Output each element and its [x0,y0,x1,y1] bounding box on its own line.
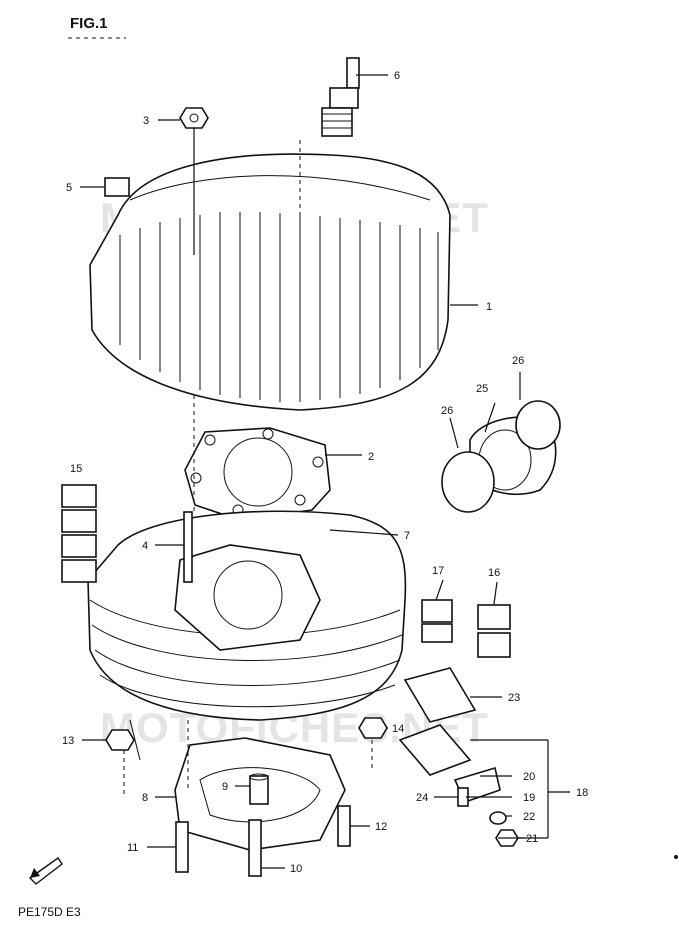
callout-25: 25 [476,383,488,395]
callout-2: 2 [368,451,374,463]
callout-24: 24 [416,792,428,804]
callout-20: 20 [523,771,535,783]
alignment-lines [123,140,373,795]
base-stud-12 [337,805,351,847]
fwd-arrow-icon [28,857,63,885]
callout-17: 17 [432,565,444,577]
callout-26b: 26 [441,405,453,417]
callout-15: 15 [70,463,82,475]
nut-13 [105,729,135,751]
head-gasket [184,427,331,521]
callout-18: 18 [576,787,588,799]
hose-clamp-left [441,451,495,513]
callout-26a: 26 [512,355,524,367]
cylinder-stud [183,511,193,583]
callout-8: 8 [142,792,148,804]
spark-plug [321,57,360,137]
callout-13: 13 [62,735,74,747]
callout-5: 5 [66,182,72,194]
callout-labels: 1 2 3 4 5 6 7 8 9 10 11 12 13 14 15 16 1… [62,70,588,875]
callout-4: 4 [142,540,148,552]
cap-stack-15 [61,484,97,583]
base-stud-10 [248,819,262,877]
head-nut [179,107,209,129]
callout-1: 1 [486,301,492,313]
callout-14: 14 [392,723,404,735]
callout-12: 12 [375,821,387,833]
callout-21: 21 [526,833,538,845]
callout-10: 10 [290,863,302,875]
hose-clamp-right [515,400,561,450]
figure-title: FIG.1 [70,15,108,32]
nut-14 [358,717,388,739]
callout-3: 3 [143,115,149,127]
dowel-pin [249,773,269,805]
cap-16 [477,604,511,658]
cylinder-head [89,153,451,411]
callout-11: 11 [127,842,138,854]
figure-footer: PE175D E3 [18,905,81,919]
rubber-cap [104,177,130,197]
callout-19: 19 [523,792,535,804]
cylinder-block [87,510,407,761]
callout-16: 16 [488,567,500,579]
callout-9: 9 [222,781,228,793]
leader-lines [80,74,570,869]
callout-6: 6 [394,70,400,82]
washer-22 [489,811,507,825]
callout-23: 23 [508,692,520,704]
cap-17 [421,599,453,643]
base-stud-11 [175,821,189,873]
callout-7: 7 [404,530,410,542]
callout-22: 22 [523,811,535,823]
